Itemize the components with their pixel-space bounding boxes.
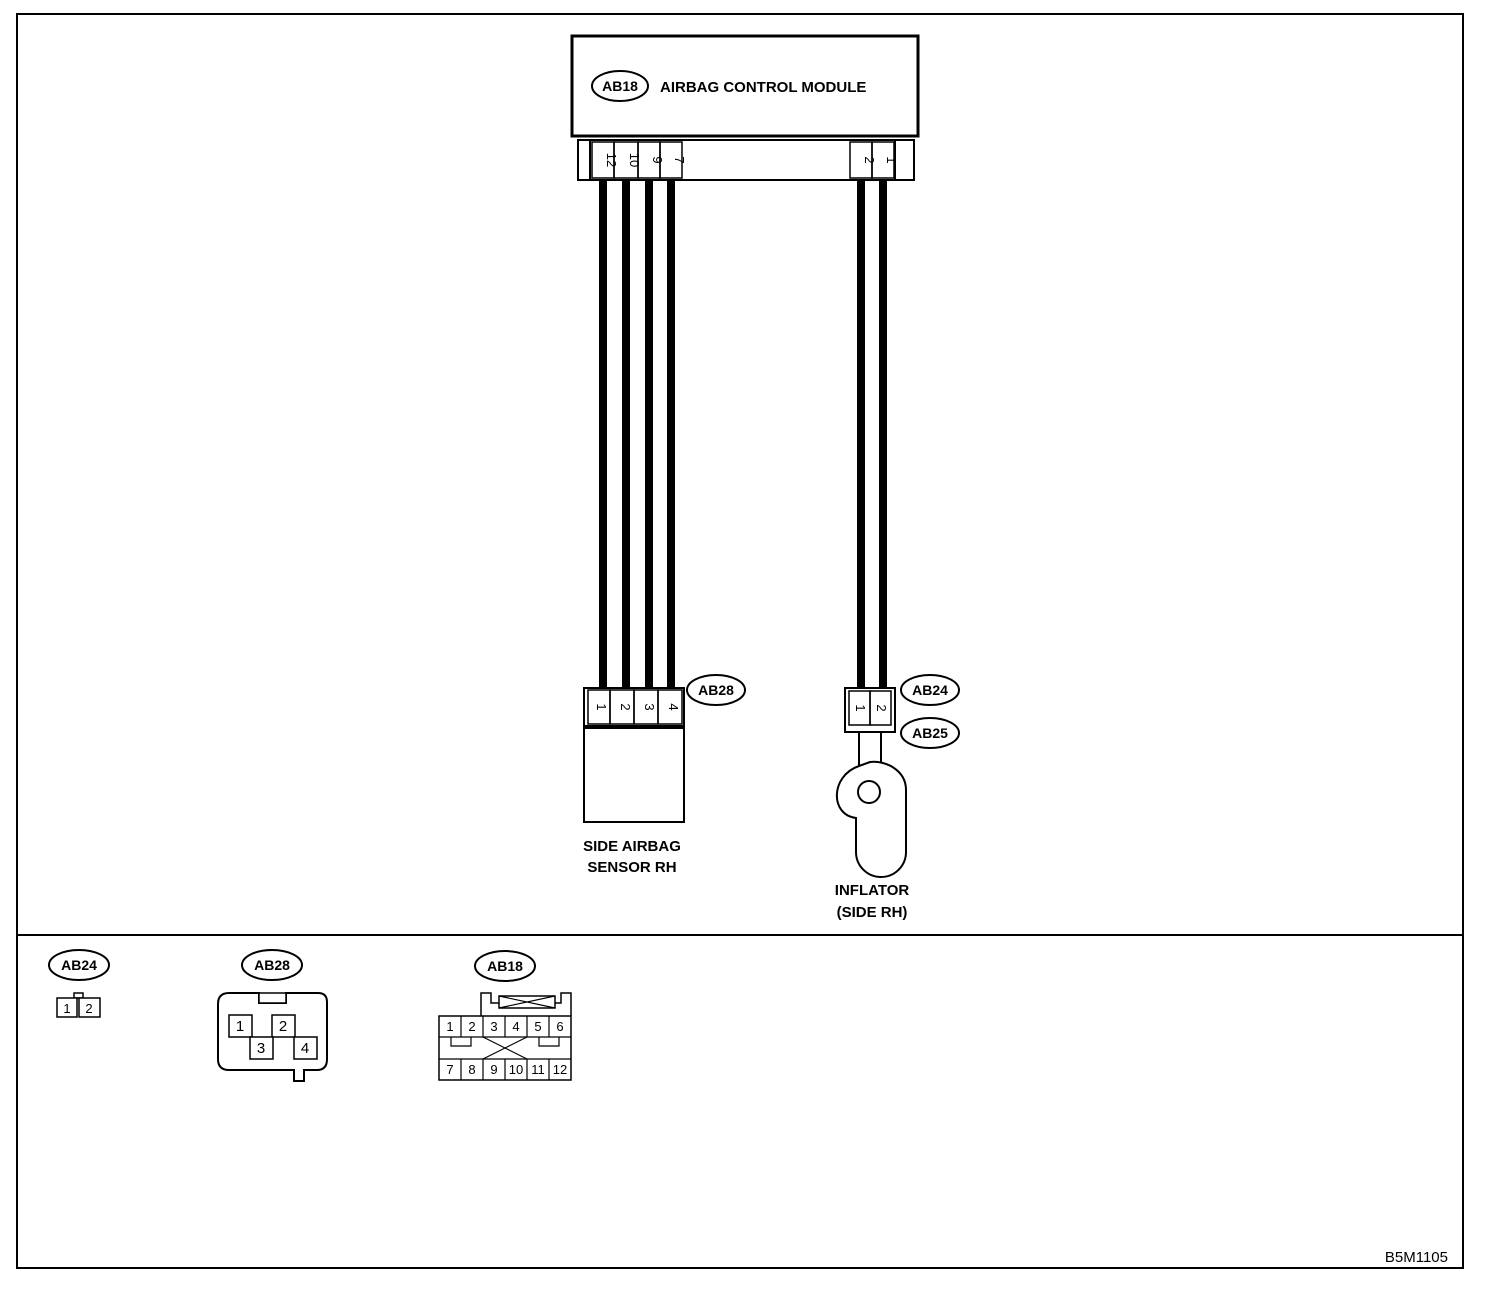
module-pin-9: 9	[650, 156, 665, 163]
module-pin-1: 1	[884, 156, 899, 163]
ab18-view-pin-11: 11	[531, 1062, 545, 1077]
connector-view-ab18: AB18 1 2 3 4	[438, 950, 572, 1081]
ab24-view-tag: AB24	[61, 957, 97, 973]
inflator-label-line2: (SIDE RH)	[837, 904, 908, 921]
diagram-frame	[16, 13, 1464, 1269]
inflator-pin-1: 1	[853, 704, 868, 711]
module-connector	[577, 139, 915, 181]
ab18-view-pin-3: 3	[490, 1019, 497, 1034]
side-airbag-sensor: 1 2 3 4 AB28 SIDE AIRBAG SENSOR RH	[583, 674, 746, 876]
inflator-body	[835, 760, 907, 878]
module-pin-2: 2	[862, 156, 877, 163]
inflator-pin-2: 2	[874, 704, 889, 711]
module-body	[570, 34, 920, 138]
ab24-view-pin-2: 2	[85, 1001, 92, 1016]
ab28-view-pin-1: 1	[236, 1018, 244, 1035]
module-pin-12: 12	[604, 153, 619, 167]
inflator-hole	[857, 780, 881, 804]
sensor-pin-2: 2	[618, 703, 633, 710]
connector-view-ab24: AB24 1 2	[48, 949, 110, 1018]
ab18-view-tag-bubble: AB18	[474, 950, 536, 982]
sensor-label-line1: SIDE AIRBAG	[583, 838, 681, 855]
ab18-view-pin-5: 5	[534, 1019, 541, 1034]
ab28-view-tag-bubble: AB28	[241, 949, 303, 981]
ab18-view-pin-7: 7	[446, 1062, 453, 1077]
sensor-label-line2: SENSOR RH	[587, 859, 676, 876]
sensor-body	[583, 727, 685, 823]
sensor-pin-4: 4	[666, 703, 681, 710]
ab18-view-pin-6: 6	[556, 1019, 563, 1034]
sensor-pin-cells	[587, 689, 683, 725]
airbag-control-module: AB18 AIRBAG CONTROL MODULE 12 10 9 7 2 1	[570, 34, 920, 181]
ab18-view-pin-4: 4	[512, 1019, 519, 1034]
ab24-view-pin-1: 1	[63, 1001, 70, 1016]
ab18-view-tag: AB18	[487, 958, 523, 974]
sensor-tag: AB28	[698, 682, 734, 698]
inflator-label-line1: INFLATOR	[835, 882, 910, 899]
ab28-view-key	[258, 992, 287, 1004]
sensor-tag-bubble: AB28	[686, 674, 746, 706]
ab18-view-pin-10: 10	[509, 1062, 523, 1077]
module-pin-10: 10	[627, 153, 642, 167]
ab28-view-pin-2: 2	[279, 1018, 287, 1035]
module-name: AIRBAG CONTROL MODULE	[660, 79, 866, 96]
inflator-tag-top-bubble: AB24	[900, 674, 960, 706]
sensor-pin-1: 1	[594, 703, 609, 710]
ab28-view-cell	[228, 1014, 253, 1038]
module-tag-bubble: AB18	[591, 70, 649, 102]
module-tag: AB18	[602, 78, 638, 94]
ab18-view-pin-2: 2	[468, 1019, 475, 1034]
ab18-view-key-x	[498, 995, 556, 1009]
ab28-view-cell	[293, 1036, 318, 1060]
ab18-view-pin-9: 9	[490, 1062, 497, 1077]
inflator: 1 2 AB24 AB25 INFLATOR (SIDE RH)	[835, 674, 960, 921]
module-pin-cells	[591, 141, 895, 179]
inflator-pin-cells	[848, 690, 892, 726]
ab24-view-cell	[56, 997, 78, 1018]
ab28-view-pin-4: 4	[301, 1040, 309, 1057]
inflator-tag-bottom: AB25	[912, 725, 948, 741]
sensor-pin-3: 3	[642, 703, 657, 710]
module-pin-7: 7	[672, 156, 687, 163]
wire-harness	[599, 180, 887, 688]
ab18-view-pin-8: 8	[468, 1062, 475, 1077]
ab28-view-cell	[249, 1036, 274, 1060]
ab24-view-cell	[78, 997, 101, 1018]
ab24-view-tag-bubble: AB24	[48, 949, 110, 981]
ab18-view-grid	[439, 1016, 571, 1080]
ab18-view-pin-1: 1	[446, 1019, 453, 1034]
connector-view-ab28: AB28 1 2 3 4	[217, 949, 328, 1082]
ab28-view-pin-3: 3	[257, 1040, 265, 1057]
ab28-view-cell	[271, 1014, 296, 1038]
inflator-tag-top: AB24	[912, 682, 948, 698]
ab18-view-pin-12: 12	[553, 1062, 567, 1077]
figure-code: B5M1105	[1385, 1249, 1448, 1266]
inflator-tag-bottom-bubble: AB25	[900, 717, 960, 749]
ab28-view-tag: AB28	[254, 957, 290, 973]
